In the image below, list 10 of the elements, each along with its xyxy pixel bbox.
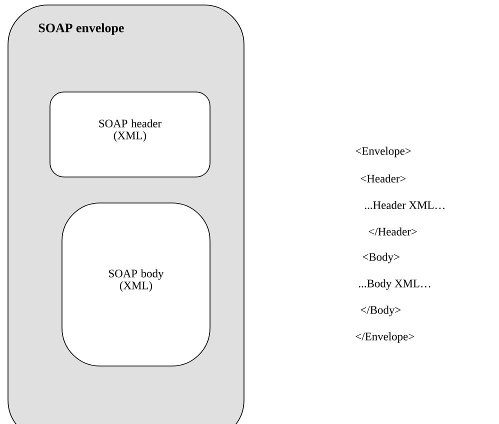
body-box: SOAP body (XML) [62, 202, 210, 366]
code-line: <Header> [360, 174, 406, 183]
code-line: ...Header XML… [364, 200, 444, 210]
code-line: </Header> [368, 227, 417, 236]
header-box: SOAP header (XML) [50, 92, 210, 178]
code-line: ...Body XML… [358, 279, 430, 290]
code-line: <Body> [362, 252, 400, 264]
code-line: </Body> [360, 306, 401, 316]
code-line: </Envelope> [356, 332, 414, 343]
code-line: <Envelope> [356, 146, 411, 158]
